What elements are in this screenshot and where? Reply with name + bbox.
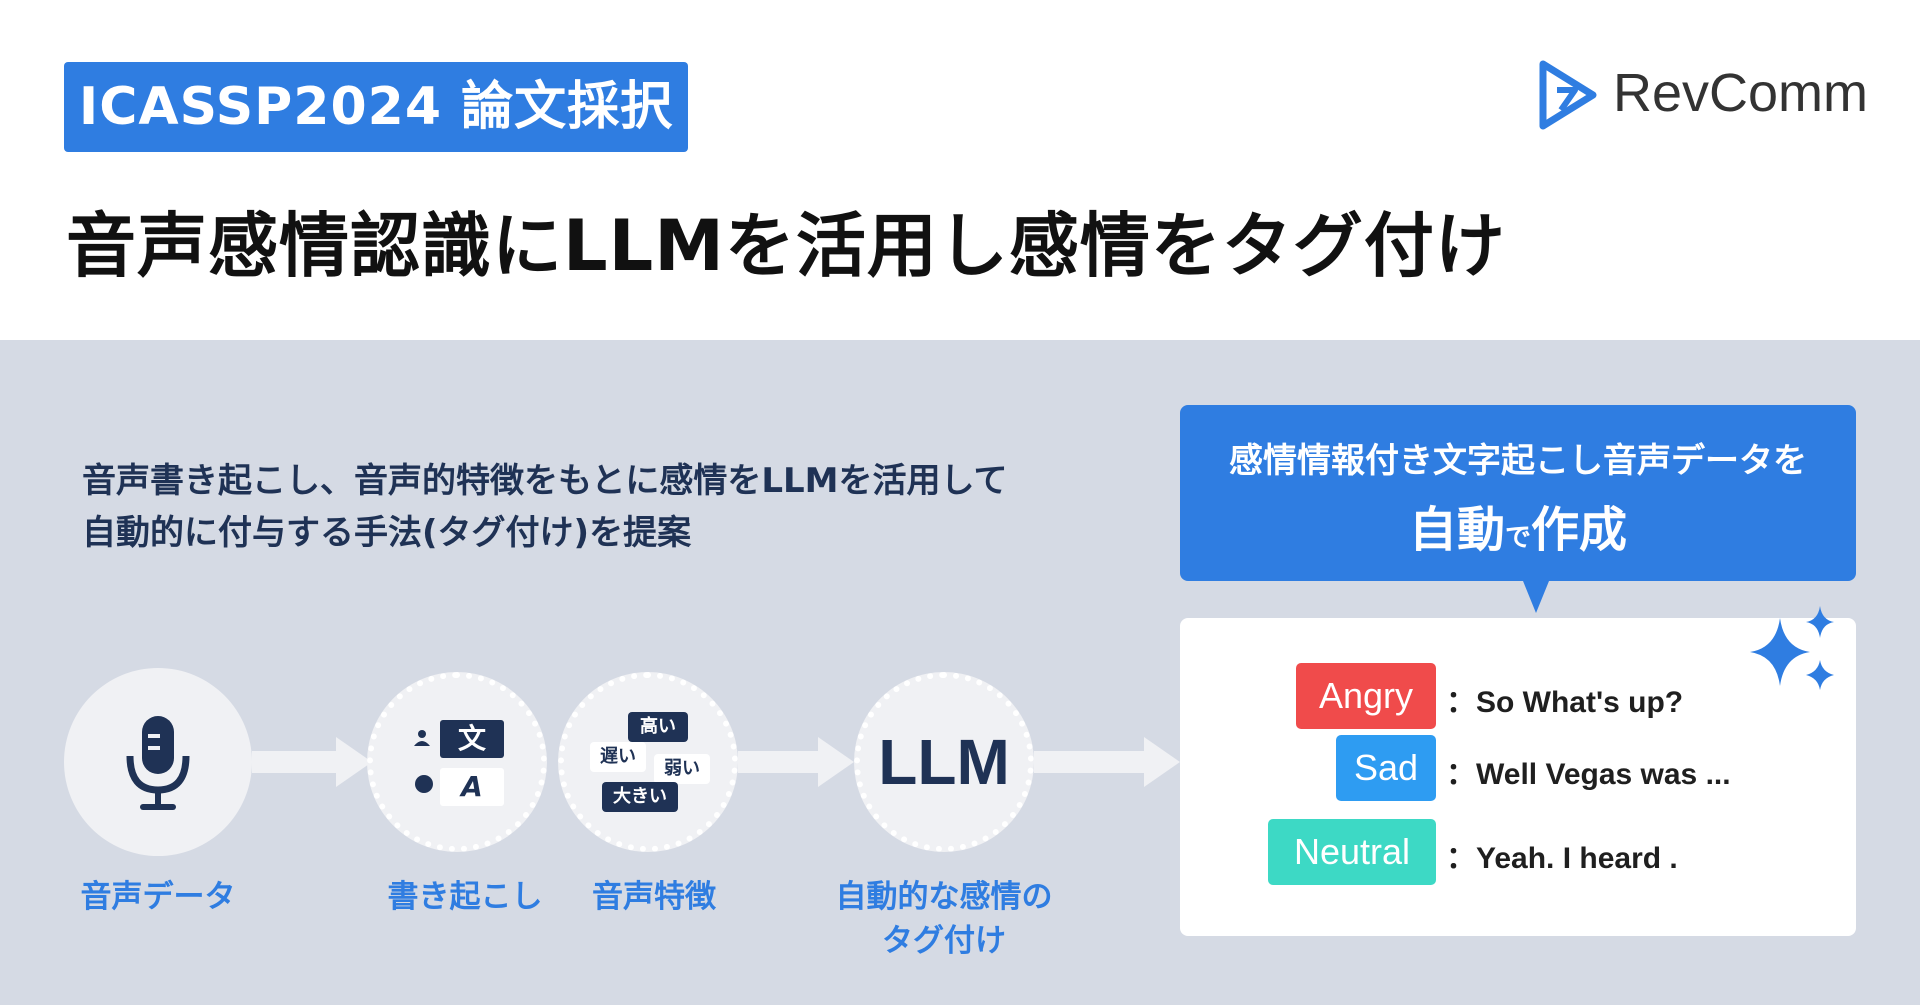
callout-auto: 自動 xyxy=(1408,502,1505,558)
utterance-text: ：Yeah. I heard . xyxy=(1446,842,1678,875)
feature-chip: 遅い xyxy=(590,742,646,772)
step-label-features: 音声特徴 xyxy=(592,879,716,915)
logo-wordmark: RevComm xyxy=(1613,63,1869,123)
latin-tile: A xyxy=(440,768,504,806)
llm-label: LLM xyxy=(878,726,1010,798)
callout-particle: で xyxy=(1504,523,1531,553)
dot-icon xyxy=(415,775,433,793)
sparkle-icon xyxy=(1750,606,1834,690)
audio-feature-node xyxy=(558,672,738,852)
description-line-1: 音声書き起こし、音声的特徴をもとに感情をLLMを活用して xyxy=(82,461,1008,501)
description: 音声書き起こし、音声的特徴をもとに感情をLLMを活用して 自動的に付与する手法(… xyxy=(82,455,1007,559)
utterance-text: ：Well Vegas was ... xyxy=(1446,758,1731,791)
step-label-tagging: 自動的な感情の タグ付け xyxy=(804,875,1084,963)
revcomm-logo-icon xyxy=(1539,60,1597,130)
flow-arrow xyxy=(1034,737,1180,787)
step-label-audio: 音声データ xyxy=(80,879,236,915)
microphone-icon xyxy=(126,716,190,810)
emotion-tag-neutral: Neutral xyxy=(1268,819,1436,885)
flow-arrow xyxy=(738,737,854,787)
emotion-tag-angry: Angry xyxy=(1296,663,1436,729)
callout-line-1: 感情情報付き文字起こし音声データを xyxy=(1229,441,1807,481)
utterance-text: ：So What's up? xyxy=(1446,686,1684,719)
audio-data-node xyxy=(64,668,252,856)
conference-badge: ICASSP2024 論文採択 xyxy=(64,62,688,152)
description-line-2: 自動的に付与する手法(タグ付け)を提案 xyxy=(82,513,692,553)
flow-arrow xyxy=(252,737,372,787)
page-title: 音声感情認識にLLMを活用し感情をタグ付け xyxy=(66,205,1506,287)
feature-chip: 弱い xyxy=(654,754,710,784)
feature-chip: 大きい xyxy=(602,782,678,812)
llm-node xyxy=(854,672,1034,852)
callout-create: 作成 xyxy=(1531,502,1628,558)
output-callout: 感情情報付き文字起こし音声データを 自動で作成 xyxy=(1180,405,1856,613)
step-label-transcription: 書き起こし xyxy=(387,879,543,915)
step-label-tagging-line-1: 自動的な感情の xyxy=(835,879,1053,915)
transcription-node xyxy=(367,672,547,852)
emotion-tag-sad: Sad xyxy=(1336,735,1436,801)
callout-line-2: 自動で作成 xyxy=(1180,490,1856,560)
header-area: ICASSP2024 論文採択 音声感情認識にLLMを活用し感情をタグ付け Re… xyxy=(0,0,1920,340)
revcomm-logo: RevComm xyxy=(1535,60,1875,130)
step-label-tagging-line-2: タグ付け xyxy=(882,923,1006,959)
kanji-tile: 文 xyxy=(440,720,504,758)
speaker-icon xyxy=(414,730,430,746)
feature-chip: 高い xyxy=(628,712,688,742)
